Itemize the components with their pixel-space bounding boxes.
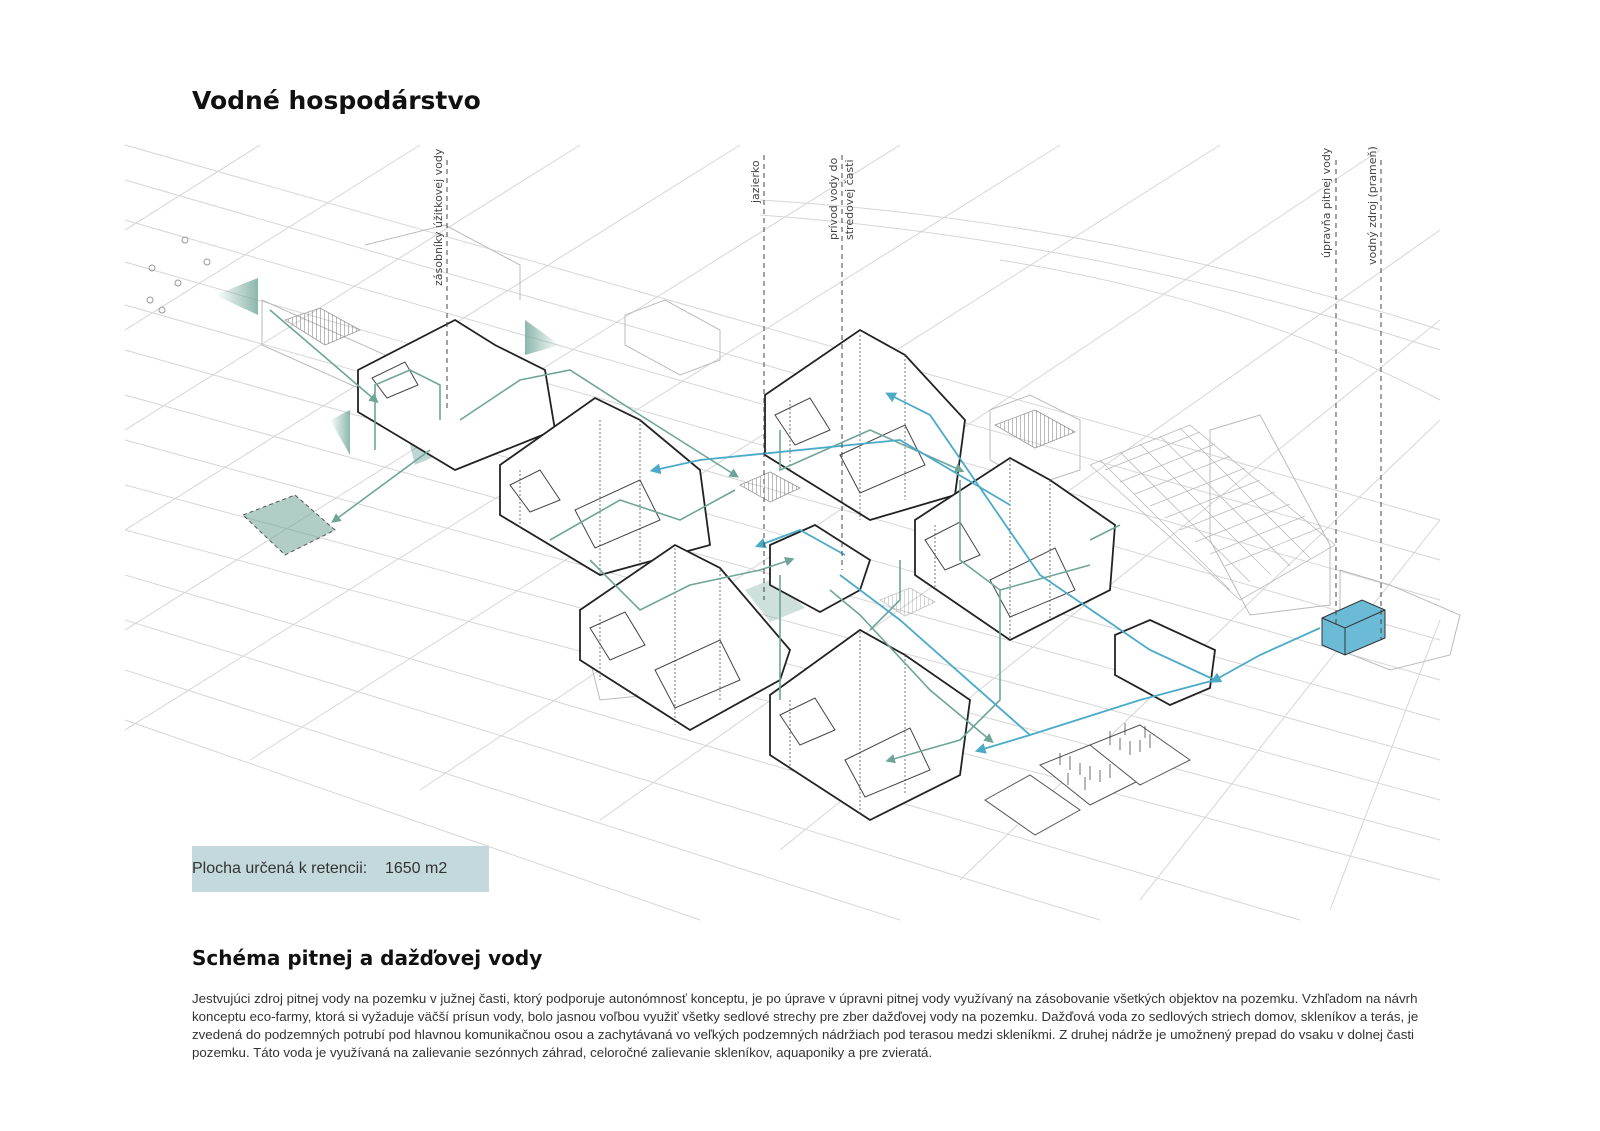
label-supply-line2: stredovej časti (843, 159, 856, 240)
label-water-storage: zásobníky úžitkovej vody (432, 148, 445, 286)
label-treatment-plant: úpravňa pitnej vody (1320, 147, 1333, 258)
label-pond: jazierko (749, 160, 762, 203)
hatched-terraces (284, 307, 1076, 617)
retention-label: Plocha určená k retencii: (192, 860, 368, 877)
retention-area-box: Plocha určená k retencii: 1650 m2 (192, 846, 489, 892)
water-treatment-box (1321, 599, 1386, 656)
house-details (519, 335, 1051, 815)
houses (357, 318, 1216, 822)
roof-details (371, 361, 1076, 798)
section-subtitle: Schéma pitnej a dažďovej vody (192, 946, 543, 970)
label-water-source: vodný zdroj (prameň) (1366, 146, 1379, 265)
greenhouse-field (1089, 424, 1336, 601)
label-leaders (446, 155, 1382, 640)
plants (1059, 723, 1151, 790)
field-marks (146, 236, 211, 314)
page-title: Vodné hospodárstvo (192, 86, 481, 115)
description-paragraph: Jestvujúci zdroj pitnej vody na pozemku … (192, 991, 1419, 1060)
label-supply-line1: prívod vody do (827, 157, 840, 240)
drinking-water-network (649, 392, 1321, 754)
retention-value: 1650 m2 (384, 860, 448, 877)
garden-plots (984, 724, 1191, 836)
